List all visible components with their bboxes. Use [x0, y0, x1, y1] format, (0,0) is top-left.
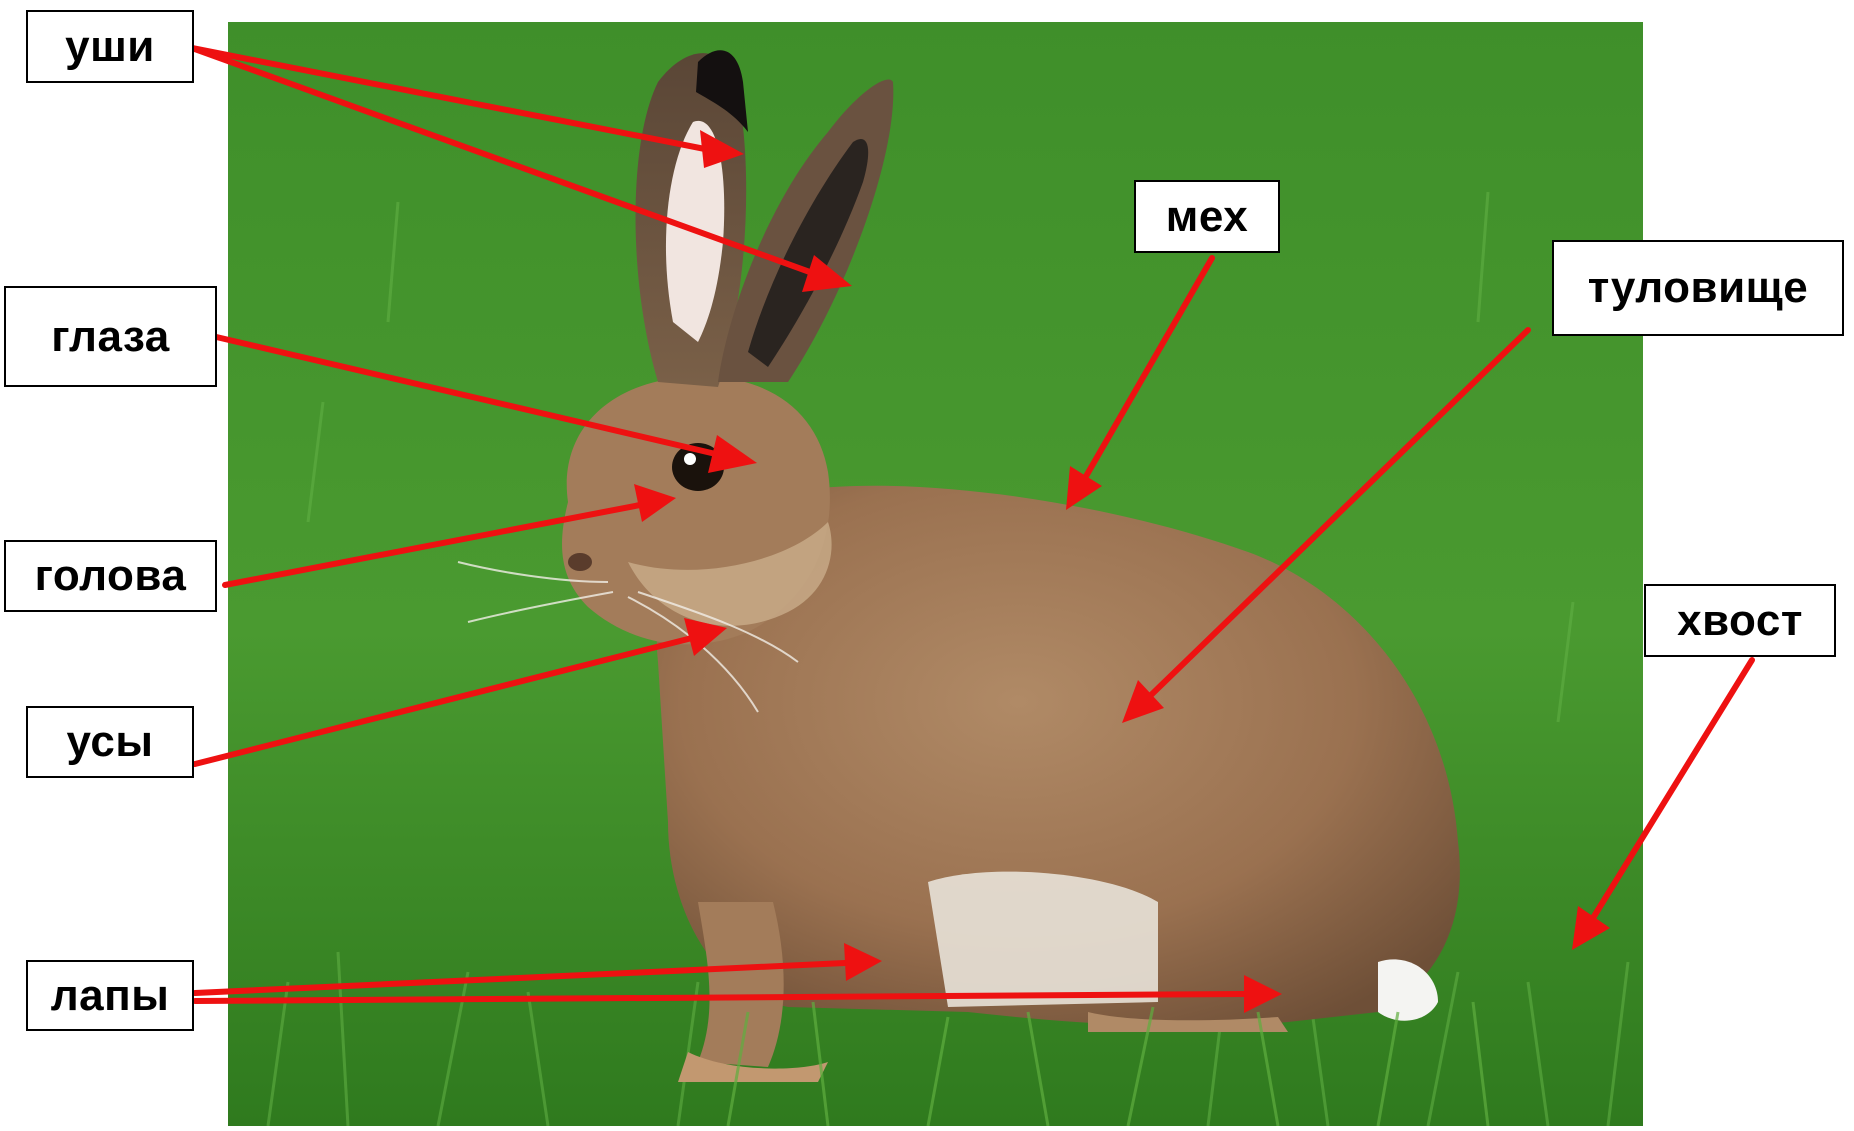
label-ushi: уши	[26, 10, 194, 83]
foreground-grass	[726, 1001, 1490, 1126]
label-tulovishche: туловище	[1552, 240, 1844, 336]
label-usy: усы	[26, 706, 194, 778]
hare-belly	[928, 871, 1158, 1007]
label-glaza: глаза	[4, 286, 217, 387]
hare-front-paw	[678, 1052, 828, 1082]
label-lapy: лапы	[26, 960, 194, 1031]
hare-hind-leg	[1088, 1012, 1288, 1032]
label-hvost: хвост	[1644, 584, 1836, 657]
hare-tail	[1378, 959, 1438, 1021]
label-meh: мех	[1134, 180, 1280, 253]
hare-cheek	[628, 522, 832, 626]
label-golova: голова	[4, 540, 217, 612]
